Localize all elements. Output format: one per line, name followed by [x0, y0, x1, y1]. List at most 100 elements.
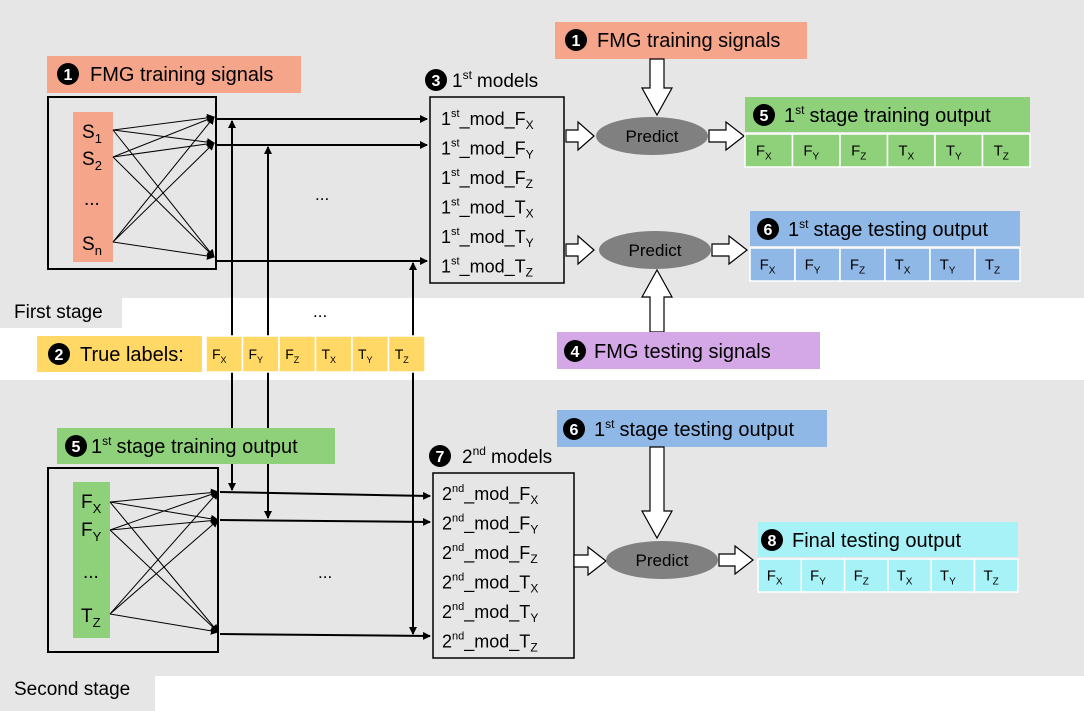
stage2-testing-input-box [557, 410, 827, 447]
stage2-training-output-label-box [57, 428, 335, 464]
second-models-list: 2nd_mod_FX2nd_mod_FY2nd_mod_FZ2nd_mod_TX… [442, 483, 538, 655]
up-block-arrow-4 [640, 268, 674, 333]
true-label-cell-label-1: FY [248, 346, 263, 365]
stage2-input-tz: TZ [81, 606, 101, 630]
test-out-cell-3 [884, 247, 931, 282]
first-stage-label-area [0, 298, 122, 328]
badge-3-number: 3 [432, 73, 441, 90]
badge-5-left [65, 435, 87, 457]
first-model-item-0: 1st_mod_FX [441, 108, 534, 132]
badge-1-top-number: 1 [572, 33, 581, 50]
badge-6-bottom [563, 418, 585, 440]
final-out-cell-label-5: TZ [984, 568, 999, 588]
first-model-item-2: 1st_mod_FZ [441, 167, 533, 191]
badge-5-top [753, 104, 775, 126]
badge-6-top-number: 6 [764, 222, 773, 239]
badge-6-top [757, 218, 779, 240]
signal-dots: ... [84, 189, 100, 210]
badge-5-top-number: 5 [760, 108, 769, 125]
stage1-training-output-header [745, 97, 1030, 132]
input-signals-frame [47, 96, 217, 270]
train-out-cell-1 [791, 133, 841, 168]
train-out-cell-label-0: FX [756, 143, 772, 163]
badge-3 [425, 69, 447, 91]
badge-1-number: 1 [64, 67, 73, 84]
fmg-training-signals-top-box [555, 22, 807, 59]
second-model-item-1: 2nd_mod_FY [442, 513, 538, 537]
true-label-cell-label-5: TZ [395, 346, 410, 365]
predict-training-node [596, 117, 708, 155]
stage2-connections [109, 488, 219, 635]
test-out-cell-label-2: FZ [850, 257, 865, 277]
final-out-cell-0 [757, 558, 803, 593]
badge-4-number: 4 [571, 344, 580, 361]
stage1-model-arrows [216, 115, 428, 265]
badge-2 [48, 343, 70, 365]
first-stage-label: First stage [14, 302, 103, 323]
train-out-cell-label-2: FZ [851, 143, 866, 163]
true-label-cell-0 [205, 335, 244, 373]
block-arrow-to-predict-1 [565, 120, 595, 152]
signal-s2: S2 [82, 149, 102, 173]
true-label-cell-label-2: FZ [285, 346, 300, 365]
stage2-input-fy: FY [81, 520, 102, 544]
first-models-list: 1st_mod_FX1st_mod_FY1st_mod_FZ1st_mod_TX… [441, 108, 534, 280]
badge-8-number: 8 [768, 533, 777, 550]
test-out-cell-label-1: FY [805, 257, 821, 277]
true-label-cells: FX FY FZ TX TY TZ [205, 335, 426, 373]
predict-final-node [606, 541, 718, 579]
badge-7-number: 7 [436, 449, 445, 466]
true-label-cell-label-3: TX [321, 346, 336, 365]
test-out-cell-label-4: TY [940, 257, 956, 277]
final-out-cell-label-3: TX [897, 568, 913, 588]
second-model-item-4: 2nd_mod_TY [442, 601, 538, 625]
predict-training-label: Predict [626, 127, 679, 146]
badge-1 [57, 63, 79, 85]
train-out-cell-label-1: FY [803, 143, 819, 163]
fmg-training-signals-box [47, 56, 301, 93]
fmg-testing-signals-label: FMG testing signals [594, 341, 771, 363]
first-models-box [429, 96, 565, 284]
signal-s1: S1 [82, 122, 102, 146]
block-arrow-from-predict-2 [711, 234, 748, 266]
badge-2-number: 2 [55, 347, 64, 364]
test-out-cell-5 [974, 247, 1021, 282]
stage2-input-fx: FX [81, 492, 102, 516]
second-model-item-3: 2nd_mod_TX [442, 572, 538, 596]
test-out-cell-label-3: TX [895, 257, 911, 277]
first-model-item-1: 1st_mod_FY [441, 138, 534, 162]
true-label-cell-label-4: TY [358, 346, 373, 365]
true-label-cell-5 [387, 335, 426, 373]
first-model-item-4: 1st_mod_TY [441, 226, 534, 250]
true-labels-label: True labels: [80, 344, 184, 366]
train-out-cell-2 [839, 133, 889, 168]
predict-final-label: Predict [636, 551, 689, 570]
stage2-input-dots: ... [83, 562, 99, 583]
down-block-arrow-6 [640, 446, 674, 540]
final-testing-output-title: Final testing output [792, 530, 961, 552]
badge-8 [761, 529, 783, 551]
test-out-cell-0 [749, 247, 796, 282]
final-out-cell-5 [973, 558, 1019, 593]
block-arrow-from-predict-1 [708, 120, 745, 152]
true-label-cell-label-0: FX [212, 346, 227, 365]
badge-7 [429, 445, 451, 467]
second-model-item-5: 2nd_mod_TZ [442, 631, 538, 655]
stage1-middle-dots: ... [315, 185, 329, 204]
train-out-cell-label-3: TX [898, 143, 914, 163]
true-label-lines [228, 120, 417, 635]
true-labels-middle-dots: ... [313, 302, 327, 321]
test-out-cell-label-0: FX [760, 257, 776, 277]
train-out-cell-label-4: TY [946, 143, 962, 163]
final-testing-output-header [758, 522, 1018, 557]
badge-5-left-number: 5 [72, 439, 81, 456]
